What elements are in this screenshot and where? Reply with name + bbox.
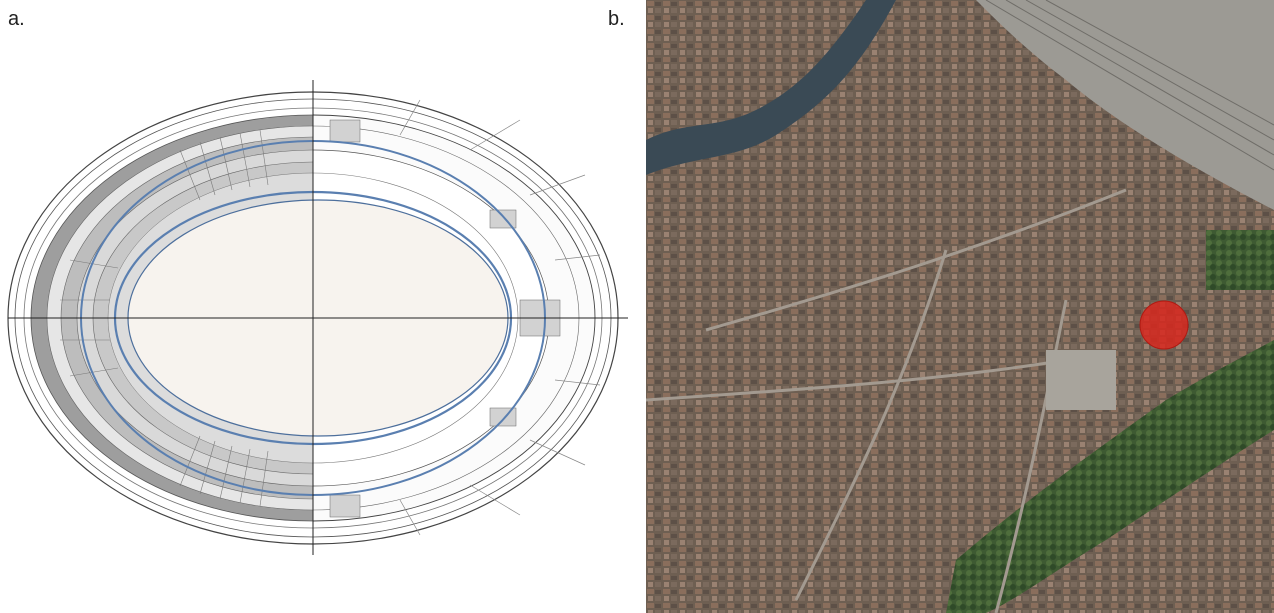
rail-tracks: [985, 0, 1274, 171]
railway-yard: [976, 0, 1274, 210]
streets: [646, 188, 1127, 613]
panel-b-label: b.: [608, 8, 625, 30]
park-greenery: [946, 340, 1274, 613]
amphitheatre-plan: [7, 80, 628, 555]
river: [646, 0, 896, 175]
plaza: [1046, 350, 1116, 410]
green-patch: [1206, 230, 1274, 290]
amphitheatre-marker: [1139, 300, 1189, 350]
seating-steps: [60, 129, 269, 507]
panel-a-label: a.: [8, 8, 25, 30]
aerial-map: [646, 0, 1274, 613]
